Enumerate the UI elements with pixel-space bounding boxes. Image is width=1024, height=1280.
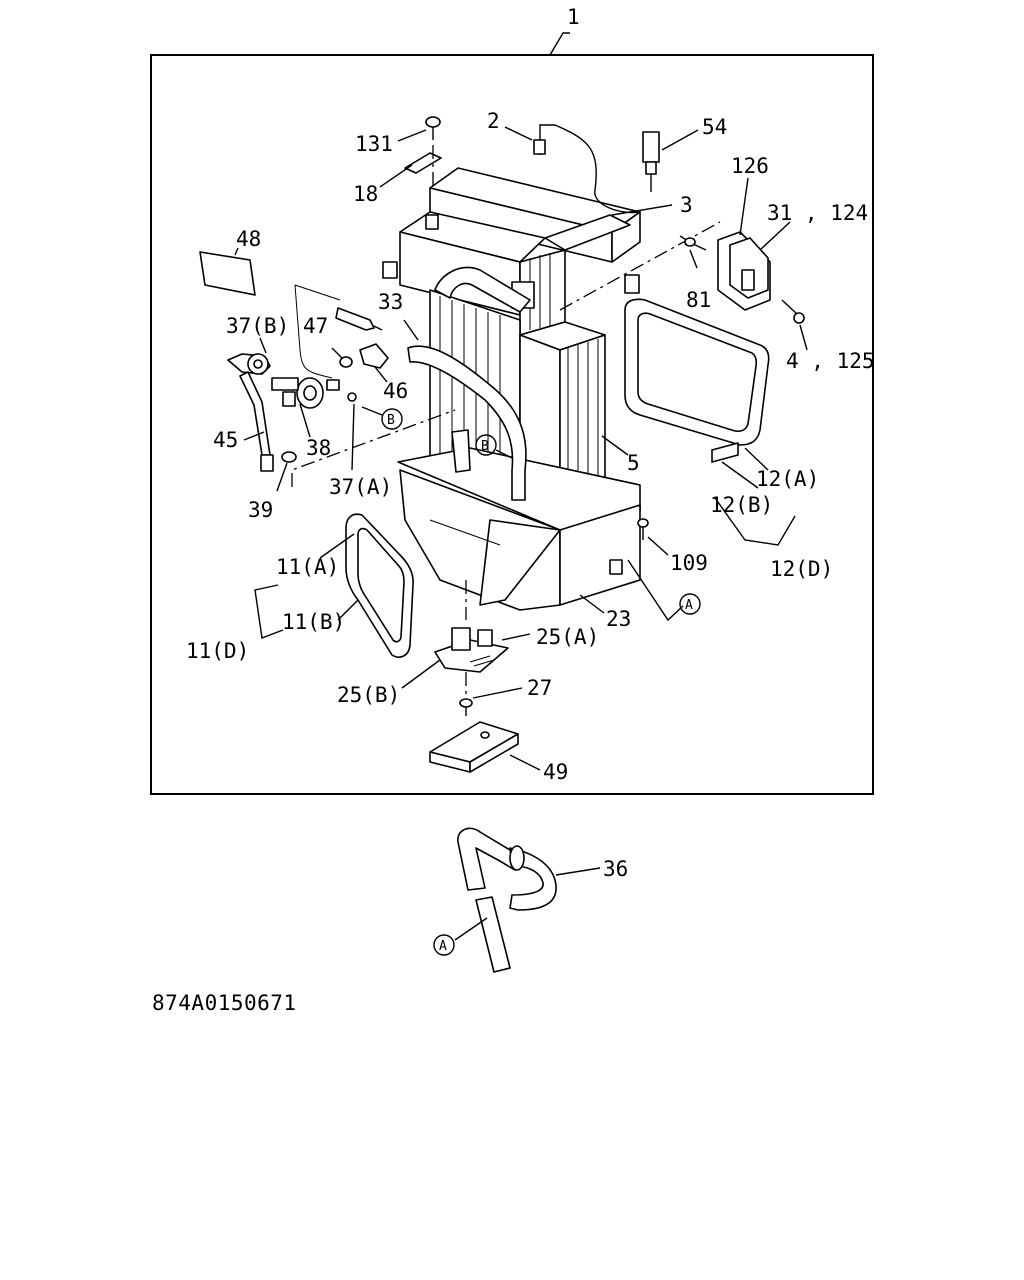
marker-a-hose: A <box>433 934 455 956</box>
callout-5: 5 <box>627 451 640 475</box>
callout-11a: 11(A) <box>276 555 339 579</box>
sensor-47-probe <box>335 307 375 331</box>
callout-126: 126 <box>731 154 769 178</box>
callout-33: 33 <box>378 290 403 314</box>
seal-12 <box>624 298 770 463</box>
clip-18 <box>404 152 442 174</box>
assembly-frame <box>150 54 874 795</box>
seal-11 <box>345 513 414 658</box>
callout-39: 39 <box>248 498 273 522</box>
marker-a-right: A <box>679 593 701 615</box>
drain-hose-36 <box>457 827 557 973</box>
callout-27: 27 <box>527 676 552 700</box>
hose-bracket-line <box>294 284 341 379</box>
bracket-11 <box>254 584 284 639</box>
callout-4-125: 4 , 125 <box>786 349 875 373</box>
bracket-46 <box>359 343 389 369</box>
callout-1: 1 <box>567 5 580 29</box>
pipe-45 <box>239 371 271 456</box>
drawing-code: 874A0150671 <box>152 991 297 1015</box>
expansion-valve-38 <box>271 377 324 409</box>
leader-1 <box>549 32 570 56</box>
svg-text:A: A <box>439 939 447 954</box>
sensor-wire-2 <box>539 124 641 214</box>
screw-27 <box>459 698 473 716</box>
valve-37b <box>227 353 271 375</box>
callout-31-124: 31 , 124 <box>767 201 868 225</box>
callout-46: 46 <box>383 379 408 403</box>
sensor-2 <box>533 139 546 155</box>
leader-33 <box>403 319 419 341</box>
callout-18: 18 <box>353 182 378 206</box>
callout-2: 2 <box>487 109 500 133</box>
svg-text:A: A <box>685 598 693 613</box>
o-ring-37a <box>347 392 357 402</box>
connector-54 <box>642 131 660 192</box>
callout-37b: 37(B) <box>226 314 289 338</box>
callout-49: 49 <box>543 760 568 784</box>
svg-text:B: B <box>481 439 489 454</box>
svg-text:B: B <box>387 413 395 428</box>
callout-12a: 12(A) <box>756 467 819 491</box>
callout-3: 3 <box>680 193 693 217</box>
fitting-37a <box>326 379 340 391</box>
callout-23: 23 <box>606 607 631 631</box>
callout-37a: 37(A) <box>329 475 392 499</box>
callout-25a: 25(A) <box>536 625 599 649</box>
callout-109: 109 <box>670 551 708 575</box>
callout-47: 47 <box>303 314 328 338</box>
bracket-12 <box>714 497 796 546</box>
screw-4 <box>781 299 805 324</box>
callout-25b: 25(B) <box>337 683 400 707</box>
screw-131 <box>425 116 441 140</box>
screw-47 <box>339 356 353 368</box>
resistor-31 <box>717 231 771 311</box>
callout-11d: 11(D) <box>186 639 249 663</box>
leader-a <box>627 559 684 622</box>
callout-36: 36 <box>603 857 628 881</box>
callout-38: 38 <box>306 436 331 460</box>
callout-12b: 12(B) <box>710 493 773 517</box>
hose-33 <box>407 345 527 501</box>
o-ring-39 <box>281 451 297 463</box>
pipe-45-nut <box>260 454 274 472</box>
drain-25 <box>434 627 509 673</box>
callout-12d: 12(D) <box>770 557 833 581</box>
heater-unit-case <box>382 167 641 611</box>
callout-54: 54 <box>702 115 727 139</box>
callout-48: 48 <box>236 227 261 251</box>
pad-49 <box>429 721 519 773</box>
screw-109 <box>637 518 649 540</box>
callout-45: 45 <box>213 428 238 452</box>
dash-37a <box>291 409 456 487</box>
callout-81: 81 <box>686 288 711 312</box>
marker-b-center: B <box>475 434 497 456</box>
hose-connector <box>451 429 471 473</box>
filter-48 <box>199 251 256 296</box>
marker-b-left: B <box>381 408 403 430</box>
callout-11b: 11(B) <box>282 610 345 634</box>
callout-131: 131 <box>355 132 393 156</box>
